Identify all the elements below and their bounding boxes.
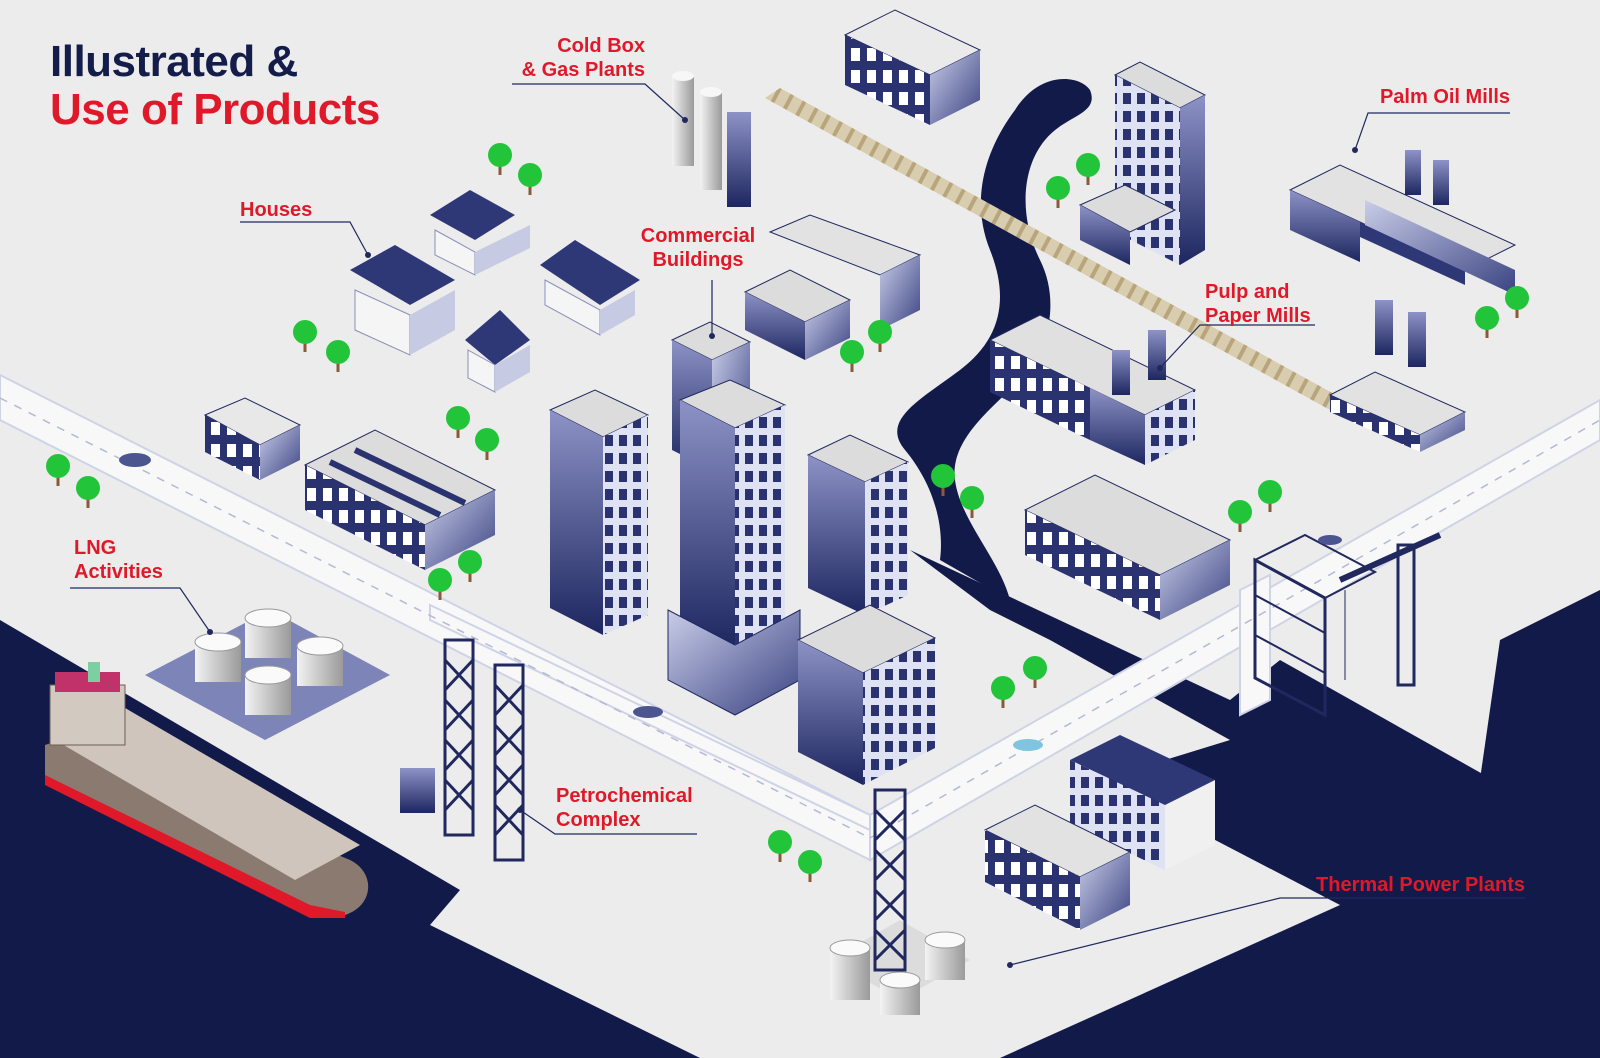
tree <box>326 340 350 372</box>
label-lng: LNG Activities <box>74 536 163 584</box>
tree <box>1258 480 1282 512</box>
tree <box>1076 153 1100 185</box>
tree <box>991 676 1015 708</box>
commercial-low <box>743 214 922 360</box>
tree <box>1046 176 1070 208</box>
label-commercial-line-2: Buildings <box>652 249 744 271</box>
warehouse-right <box>1023 474 1232 620</box>
gas-plant-silos <box>672 71 751 207</box>
tree <box>428 568 452 600</box>
petro-utility-box <box>400 768 435 813</box>
label-cold-box: Cold Box & Gas Plants <box>512 34 645 82</box>
label-lng-line-2: Activities <box>74 561 163 583</box>
lng-tanks <box>194 608 344 715</box>
label-pulp-paper-line-1: Pulp and <box>1205 281 1290 303</box>
tree <box>868 320 892 352</box>
construction-site <box>1252 532 1442 718</box>
label-palm-oil-line-1: Palm Oil Mills <box>1379 86 1510 108</box>
label-thermal: Thermal Power Plants <box>1280 873 1525 897</box>
tree <box>488 143 512 175</box>
tree <box>46 454 70 486</box>
label-commercial: Commercial Buildings <box>628 224 768 272</box>
label-petrochemical-line-2: Complex <box>556 809 641 831</box>
small-office <box>203 397 302 480</box>
title-line-1: Illustrated & <box>50 37 298 86</box>
label-cold-box-line-2: & Gas Plants <box>521 59 645 81</box>
tree <box>840 340 864 372</box>
tree <box>768 830 792 862</box>
leader-dots <box>207 117 1358 968</box>
tree <box>446 406 470 438</box>
label-pulp-paper: Pulp and Paper Mills <box>1205 280 1311 328</box>
cars <box>119 453 1342 751</box>
thermal-plant-buildings <box>983 735 1215 930</box>
tree <box>518 163 542 195</box>
right-factory <box>1328 300 1467 452</box>
tree <box>798 850 822 882</box>
label-lng-line-1: LNG <box>74 537 117 559</box>
top-building <box>843 9 982 125</box>
tree <box>931 464 955 496</box>
tree <box>458 550 482 582</box>
label-pulp-paper-line-2: Paper Mills <box>1205 305 1311 327</box>
label-commercial-line-1: Commercial <box>640 225 756 247</box>
lng-ship <box>45 662 369 918</box>
trees <box>46 143 1529 882</box>
thermal-silos <box>829 931 966 1015</box>
label-palm-oil: Palm Oil Mills <box>1360 85 1510 109</box>
label-houses-line-1: Houses <box>240 199 313 221</box>
tree <box>960 486 984 518</box>
railway <box>765 88 1345 410</box>
tree <box>1023 656 1047 688</box>
tree <box>1505 286 1529 318</box>
road-dashes <box>0 397 1600 839</box>
label-houses: Houses <box>240 198 312 222</box>
tree <box>1475 306 1499 338</box>
tree <box>76 476 100 508</box>
label-petrochemical-line-1: Petrochemical <box>556 785 693 807</box>
petrochemical-towers <box>443 638 907 972</box>
tree <box>293 320 317 352</box>
title-line-2: Use of Products <box>50 85 380 134</box>
tree <box>1228 500 1252 532</box>
label-petrochemical: Petrochemical Complex <box>556 784 693 832</box>
tree <box>475 428 499 460</box>
label-cold-box-line-1: Cold Box <box>557 35 645 57</box>
page-title: Illustrated & Use of Products <box>50 38 380 134</box>
commercial-towers <box>548 321 937 785</box>
palm-oil-mill-building <box>1288 150 1517 295</box>
warehouse-left <box>303 429 497 570</box>
right-tower <box>1078 61 1207 265</box>
label-thermal-line-1: Thermal Power Plants <box>1316 874 1525 896</box>
leader-lines <box>70 83 1525 966</box>
houses <box>350 190 640 393</box>
